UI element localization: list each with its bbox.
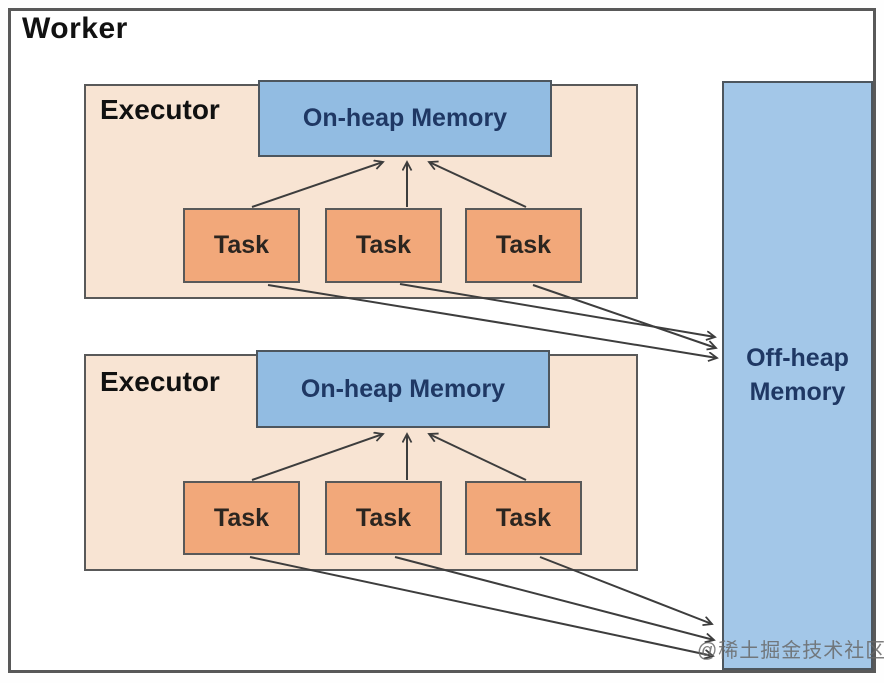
task-label: Task (213, 503, 270, 532)
task-box: Task (183, 208, 300, 283)
onheap-memory-2-box: On-heap Memory (256, 350, 550, 428)
offheap-memory-box: Off-heap Memory (722, 81, 873, 670)
worker-title: Worker (22, 12, 128, 45)
watermark: @稀土掘金技术社区 (697, 640, 884, 662)
task-box: Task (183, 481, 300, 555)
task-box: Task (325, 208, 442, 283)
executor-2-title: Executor (100, 366, 220, 397)
onheap-memory-1-box: On-heap Memory (258, 80, 552, 157)
offheap-memory-label: Off-heap Memory (746, 343, 849, 406)
task-label: Task (495, 503, 552, 532)
task-box: Task (325, 481, 442, 555)
task-label: Task (495, 231, 552, 259)
task-label: Task (213, 231, 270, 259)
task-label: Task (355, 231, 412, 259)
onheap-memory-2-label: On-heap Memory (300, 374, 506, 403)
onheap-memory-1-label: On-heap Memory (302, 104, 508, 132)
executor-1-title: Executor (100, 94, 220, 125)
task-label: Task (355, 503, 412, 532)
task-box: Task (465, 208, 582, 283)
task-box: Task (465, 481, 582, 555)
